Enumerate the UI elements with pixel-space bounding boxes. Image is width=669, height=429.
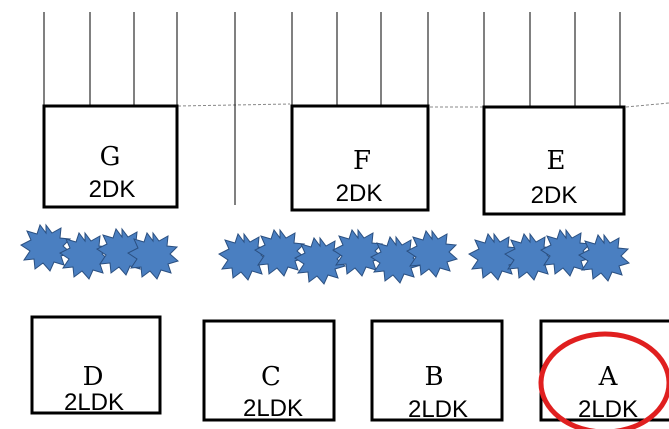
unit-type: 2DK	[531, 182, 578, 209]
unit-type: 2LDK	[64, 389, 124, 416]
unit-letter: G	[100, 142, 121, 172]
unit-letter: C	[261, 362, 281, 392]
unit-type: 2DK	[89, 176, 136, 203]
shrubbery-right	[218, 229, 630, 285]
unit-letter: D	[83, 362, 104, 392]
unit-box	[290, 104, 430, 212]
shrub	[20, 224, 72, 272]
unit-type: 2LDK	[243, 395, 303, 422]
shrub	[504, 233, 556, 281]
unit-box	[202, 319, 336, 422]
unit-type: 2LDK	[578, 396, 638, 423]
unit-box	[30, 315, 162, 415]
unit-letter: B	[424, 362, 443, 392]
unit-E: E 2DK	[482, 105, 626, 216]
unit-D: D 2LDK	[30, 315, 162, 416]
dashed-line-left	[177, 103, 291, 107]
unit-F: F 2DK	[290, 104, 430, 212]
unit-box	[370, 319, 504, 422]
vertical-dividers	[43, 12, 621, 205]
dashed-boundary	[177, 102, 669, 108]
shrub	[254, 229, 306, 277]
unit-C: C 2LDK	[202, 319, 336, 422]
unit-B: B 2LDK	[370, 319, 504, 423]
shrub	[294, 237, 346, 285]
unit-letter: E	[547, 146, 566, 176]
unit-letter: F	[353, 146, 371, 176]
highlight-circle	[538, 331, 669, 429]
shrubbery-left	[20, 224, 179, 280]
unit-box	[539, 319, 669, 422]
unit-type: 2LDK	[408, 396, 468, 423]
shrub	[127, 232, 179, 280]
shrub	[59, 232, 111, 280]
shrub	[406, 230, 458, 278]
shrub	[578, 234, 630, 282]
unit-type: 2DK	[336, 180, 383, 207]
unit-box	[42, 104, 179, 209]
unit-box	[482, 105, 626, 216]
shrub	[218, 233, 270, 281]
dashed-line-right	[625, 102, 669, 108]
unit-A: A 2LDK	[539, 319, 669, 423]
unit-letter: A	[598, 362, 619, 392]
unit-G: G 2DK	[42, 104, 179, 209]
